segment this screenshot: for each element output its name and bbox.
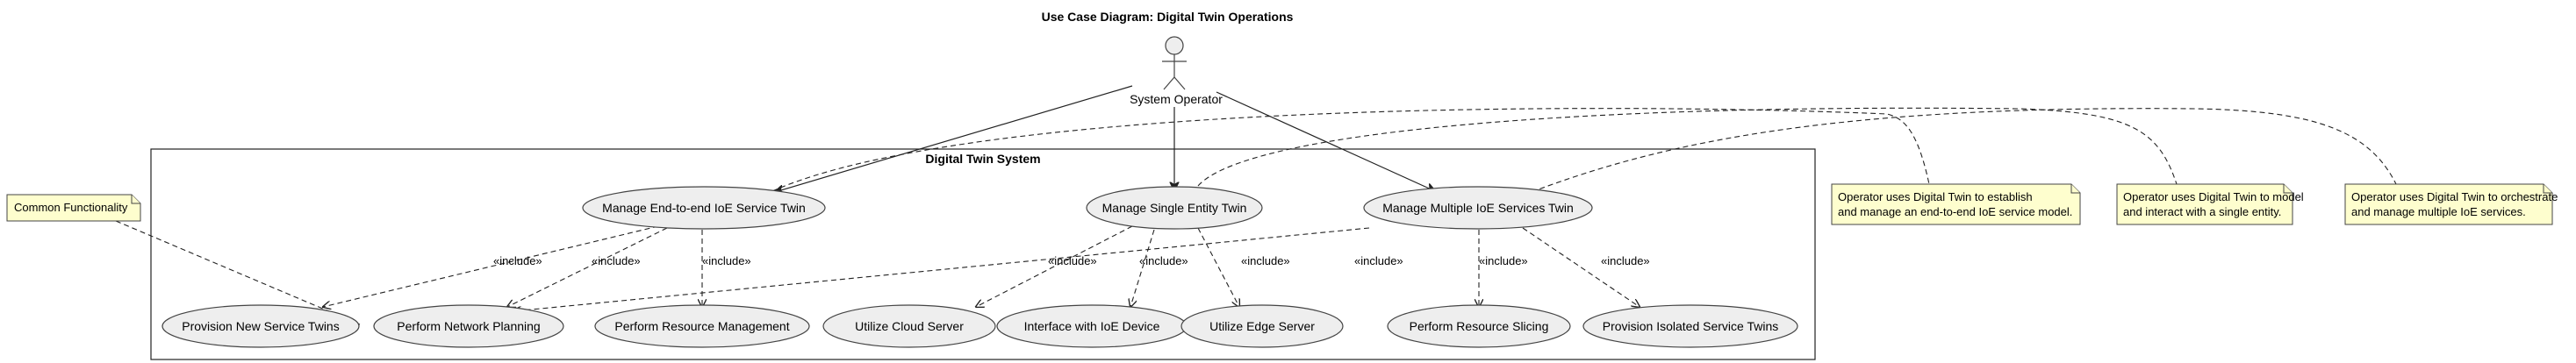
use-case-label: Perform Network Planning: [397, 319, 540, 333]
note-connector-multi: [1531, 108, 2397, 193]
use-case-resource-slicing[interactable]: Perform Resource Slicing: [1387, 304, 1571, 348]
note-common-functionality: Common Functionality: [6, 194, 141, 222]
note-text: Operator uses Digital Twin to establish: [1838, 190, 2033, 203]
use-case-isolated-twins[interactable]: Provision Isolated Service Twins: [1582, 304, 1798, 348]
include-label: «include»: [592, 254, 641, 267]
diagram-title: Use Case Diagram: Digital Twin Operation…: [1042, 10, 1294, 24]
use-case-label: Perform Resource Management: [614, 319, 789, 333]
use-case-label: Perform Resource Slicing: [1410, 319, 1549, 333]
include-multi-isolated: [1522, 227, 1640, 307]
use-case-resource-management[interactable]: Perform Resource Management: [594, 304, 810, 348]
include-label: «include»: [1479, 254, 1528, 267]
include-e2e-provision: [323, 225, 659, 307]
note-connector-common: [115, 220, 361, 325]
use-case-label: Interface with IoE Device: [1024, 319, 1160, 333]
system-name: Digital Twin System: [925, 152, 1040, 166]
include-single-cloud: [976, 225, 1133, 307]
actor-icon: [1162, 36, 1187, 90]
note-multi: Operator uses Digital Twin to orchestrat…: [2344, 183, 2558, 225]
association-e2e: [775, 85, 1133, 192]
use-case-label: Manage Multiple IoE Services Twin: [1382, 201, 1574, 215]
use-case-ioe-device[interactable]: Interface with IoE Device: [996, 304, 1188, 348]
note-text: and interact with a single entity.: [2123, 205, 2281, 218]
use-case-network-planning[interactable]: Perform Network Planning: [373, 304, 564, 348]
include-e2e-network: [507, 227, 668, 307]
use-case-multi[interactable]: Manage Multiple IoE Services Twin: [1363, 186, 1593, 230]
use-case-label: Manage End-to-end IoE Service Twin: [602, 201, 806, 215]
note-text: Operator uses Digital Twin to orchestrat…: [2351, 190, 2558, 203]
include-label: «include»: [1354, 254, 1403, 267]
use-case-label: Provision New Service Twins: [182, 319, 339, 333]
note-text: and manage an end-to-end IoE service mod…: [1838, 205, 2072, 218]
use-case-label: Utilize Edge Server: [1209, 319, 1315, 333]
note-e2e: Operator uses Digital Twin to establish …: [1831, 183, 2081, 225]
note-connector-single: [1197, 107, 2178, 187]
include-single-edge: [1197, 227, 1239, 307]
use-case-e2e[interactable]: Manage End-to-end IoE Service Twin: [582, 186, 826, 230]
include-label: «include»: [702, 254, 751, 267]
use-case-provision-new[interactable]: Provision New Service Twins: [161, 304, 360, 348]
note-connector-e2e: [771, 108, 1930, 192]
include-single-device: [1130, 229, 1155, 307]
include-label: «include»: [493, 254, 542, 267]
use-case-edge-server[interactable]: Utilize Edge Server: [1180, 304, 1344, 348]
use-case-single[interactable]: Manage Single Entity Twin: [1086, 186, 1263, 230]
include-label: «include»: [1139, 254, 1188, 267]
note-text: Common Functionality: [14, 201, 128, 214]
use-case-label: Manage Single Entity Twin: [1102, 201, 1247, 215]
note-text: Operator uses Digital Twin to model: [2123, 190, 2304, 203]
include-label: «include»: [1601, 254, 1650, 267]
include-multi-network: [513, 227, 1370, 311]
use-case-cloud-server[interactable]: Utilize Cloud Server: [822, 304, 996, 348]
system-boundary: [150, 148, 1816, 360]
note-text: and manage multiple IoE services.: [2351, 205, 2526, 218]
note-single: Operator uses Digital Twin to model and …: [2116, 183, 2304, 225]
use-case-label: Provision Isolated Service Twins: [1603, 319, 1779, 333]
actor-name: System Operator: [1130, 92, 1223, 106]
include-label: «include»: [1241, 254, 1290, 267]
use-case-label: Utilize Cloud Server: [855, 319, 964, 333]
include-label: «include»: [1048, 254, 1097, 267]
